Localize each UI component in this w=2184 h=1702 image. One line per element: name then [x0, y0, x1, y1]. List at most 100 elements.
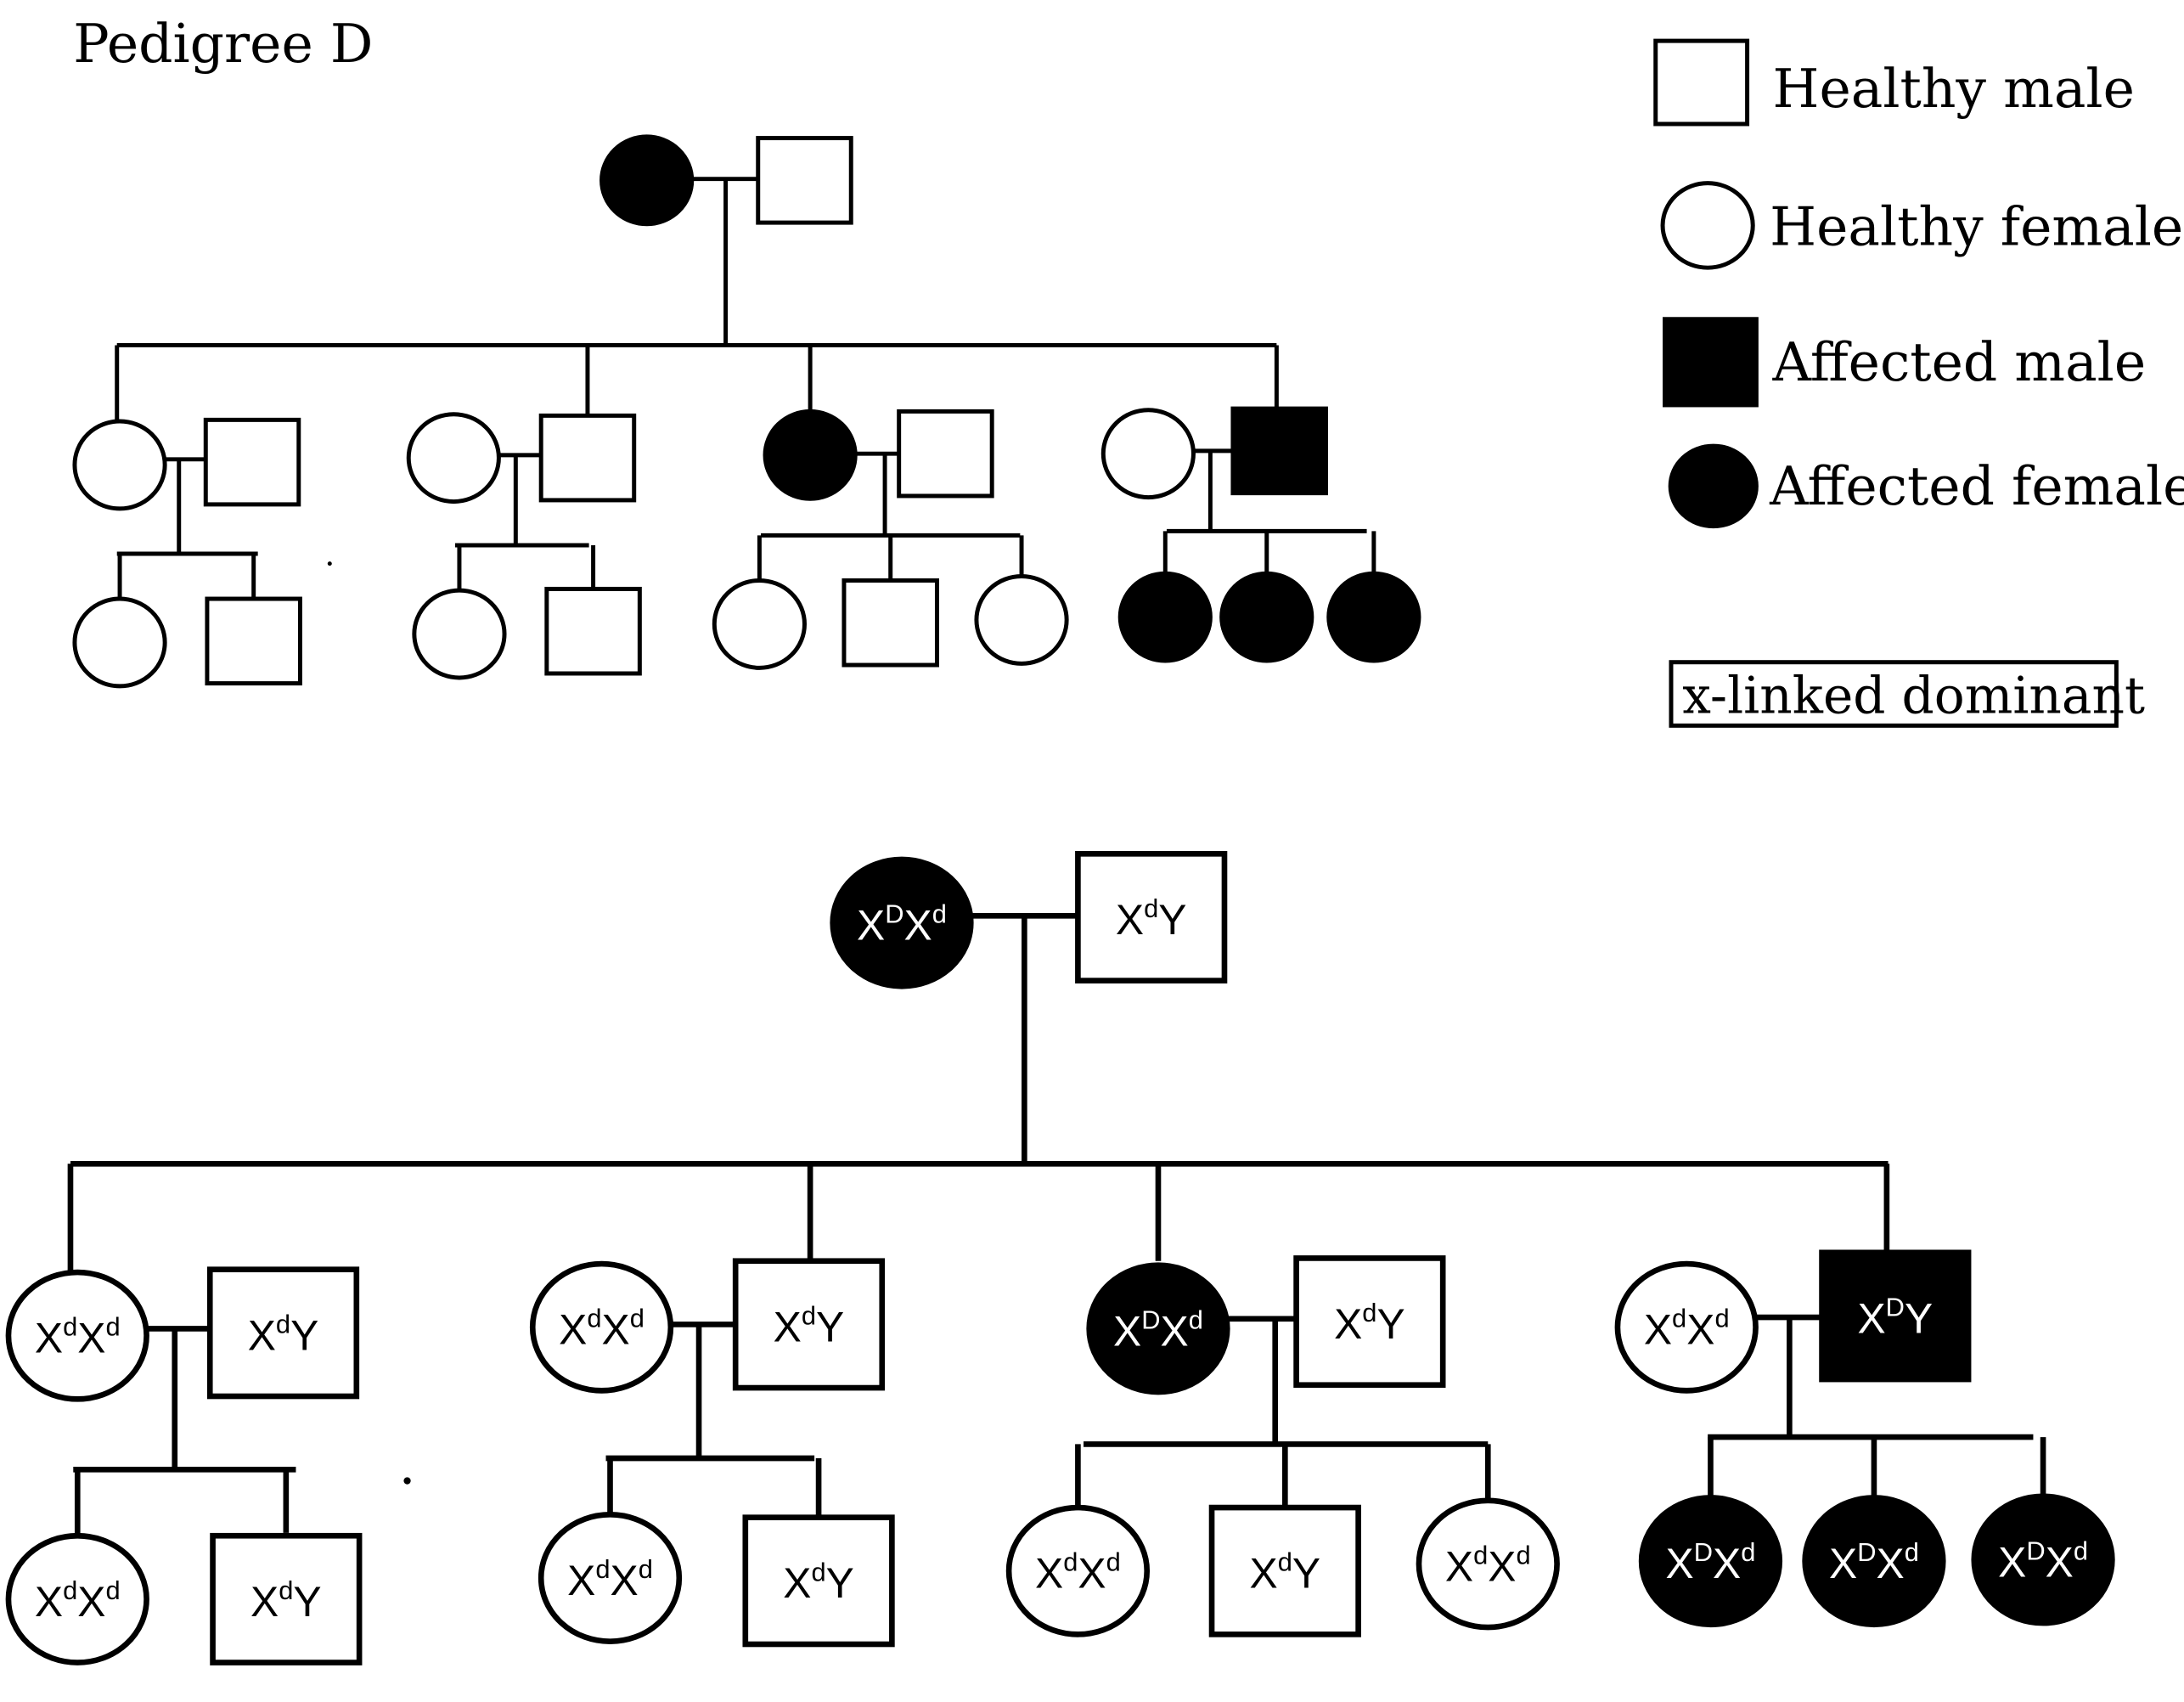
- healthy-male-square: [210, 1532, 363, 1665]
- inheritance-mode-label: x-linked dominant: [1682, 667, 2145, 725]
- allele-superscript: d: [105, 1575, 120, 1605]
- genotype-label: XdY: [1334, 1298, 1405, 1348]
- genotype-label: XdXd: [567, 1554, 653, 1604]
- gen2-female-partner: XdXd: [5, 1269, 149, 1402]
- genotype-label: XDXd: [1829, 1537, 1919, 1587]
- legend: Healthy male Healthy female Affected mal…: [1653, 38, 2184, 728]
- genotype-label: XdY: [783, 1557, 854, 1607]
- gen3-child: XDXd: [1971, 1493, 2115, 1626]
- healthy-male-symbol: [1653, 38, 1750, 127]
- allele-superscript: d: [63, 1312, 77, 1342]
- chromosome-letter: X: [1250, 1550, 1278, 1598]
- allele-superscript: d: [276, 1309, 290, 1338]
- allele-superscript: d: [587, 1304, 601, 1333]
- allele-superscript: d: [1106, 1547, 1121, 1577]
- affected-female-symbol: [1668, 443, 1759, 529]
- gen3-child: [412, 588, 507, 680]
- affected-male-symbol: [1663, 317, 1759, 408]
- healthy-male-square: [544, 586, 642, 676]
- genotype-label: XDXd: [1998, 1536, 2088, 1586]
- healthy-female-circle: [5, 1532, 149, 1665]
- gen2-female-partner: XdXd: [1614, 1260, 1759, 1394]
- chromosome-letter: X: [1666, 1540, 1694, 1587]
- gen3-child: XdXd: [538, 1512, 683, 1644]
- gen3-child: XDXd: [1802, 1495, 1946, 1628]
- genotype-label: XDXd: [857, 899, 947, 950]
- gen2-male-partner: XdY: [1293, 1255, 1446, 1389]
- gen3-child: [544, 586, 642, 676]
- gen3-child: XdXd: [5, 1532, 149, 1665]
- chromosome-letter: Y: [1292, 1550, 1320, 1598]
- gen3-child: [1117, 571, 1213, 663]
- affected-female-circle: [1219, 571, 1314, 663]
- healthy-male-square: [203, 417, 301, 507]
- healthy-female-circle: [406, 412, 501, 504]
- chromosome-letter: X: [1829, 1540, 1857, 1587]
- chromosome-letter: X: [1644, 1306, 1672, 1354]
- healthy-female-circle: [5, 1269, 149, 1402]
- healthy-male-square: [206, 1266, 360, 1400]
- chromosome-letter: X: [1334, 1300, 1362, 1348]
- gen2-female-partner: [406, 412, 501, 504]
- gen1-father: [756, 136, 853, 225]
- affected-female-circle: [1086, 1262, 1230, 1395]
- healthy-female-circle: [1416, 1497, 1560, 1631]
- stray-dot: [327, 561, 332, 566]
- allele-superscript: d: [105, 1312, 120, 1342]
- allele-superscript: d: [1473, 1540, 1488, 1570]
- gen3-child: XdY: [210, 1532, 363, 1665]
- chromosome-letter: Y: [1158, 896, 1186, 944]
- allele-superscript: d: [1714, 1304, 1729, 1333]
- healthy-male-square: [1208, 1504, 1361, 1637]
- allele-superscript: d: [2074, 1536, 2088, 1565]
- allele-superscript: D: [1694, 1537, 1713, 1567]
- allele-superscript: d: [630, 1304, 645, 1333]
- chromosome-letter: X: [559, 1306, 587, 1354]
- family-4: [1100, 345, 1421, 663]
- chromosome-letter: X: [250, 1578, 279, 1626]
- gen3-child: XdY: [742, 1514, 895, 1648]
- legend-label-affected-male: Affected male: [1771, 330, 2146, 393]
- chromosome-letter: Y: [290, 1311, 318, 1359]
- genotype-label: XdXd: [559, 1304, 645, 1354]
- genotype-label: XdXd: [35, 1312, 121, 1362]
- chromosome-letter: X: [1686, 1306, 1714, 1354]
- genotype-label: XdY: [1116, 893, 1187, 944]
- page-title: Pedigree D: [73, 12, 373, 75]
- healthy-female-circle: [712, 578, 807, 670]
- chromosome-letter: X: [2046, 1538, 2074, 1586]
- gen2-male-partner: [538, 413, 637, 503]
- affected-female-circle: [763, 409, 858, 501]
- gen3-child: [842, 578, 939, 668]
- gen3-child: XDXd: [1638, 1495, 1783, 1628]
- chromosome-letter: X: [1713, 1540, 1741, 1587]
- genotype-label: XDY: [1857, 1292, 1933, 1342]
- gen3-child: [72, 596, 167, 689]
- chromosome-letter: X: [1857, 1294, 1885, 1342]
- genotype-label: XdY: [774, 1300, 845, 1350]
- gen3-child: [974, 574, 1069, 666]
- chromosome-letter: X: [857, 902, 885, 950]
- affected-female-circle: [599, 134, 695, 227]
- chromosome-letter: X: [774, 1303, 802, 1350]
- chromosome-letter: X: [77, 1315, 105, 1362]
- genotype-label: XDXd: [1113, 1305, 1203, 1355]
- family-2: [406, 345, 642, 680]
- affected-male-square: [1230, 406, 1328, 496]
- healthy-female-circle: [538, 1512, 683, 1644]
- chromosome-letter: X: [904, 902, 932, 950]
- allele-superscript: d: [1905, 1537, 1919, 1567]
- phenotype-pedigree: [72, 134, 1421, 689]
- gen2-male-partner: XDY: [1819, 1249, 1972, 1383]
- chromosome-letter: X: [77, 1578, 105, 1626]
- gen2-female-partner: XdXd: [529, 1260, 674, 1394]
- allele-superscript: d: [1063, 1547, 1078, 1577]
- gen3-child: XdXd: [1005, 1504, 1151, 1637]
- healthy-male-square: [842, 578, 939, 668]
- gen2-male-partner: XdY: [206, 1266, 360, 1400]
- healthy-female-circle: [1614, 1260, 1759, 1394]
- genotype-label: XdY: [248, 1309, 319, 1359]
- allele-superscript: d: [279, 1575, 293, 1605]
- gen3-child: XdY: [1208, 1504, 1361, 1637]
